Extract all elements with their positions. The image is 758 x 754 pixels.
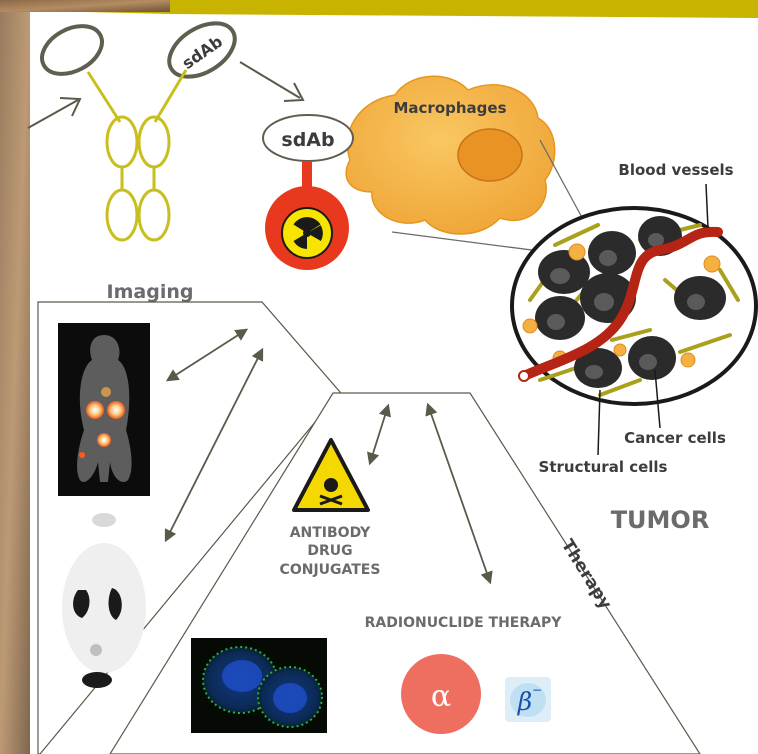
adc-label-line1: ANTIBODY	[290, 525, 371, 541]
blood-vessels-label: Blood vessels	[618, 161, 733, 179]
fluorescent-cells-image	[191, 638, 327, 733]
pet-ct-image	[58, 323, 150, 496]
antibody-head-left	[34, 16, 110, 83]
structural-cells-label: Structural cells	[539, 458, 668, 476]
macrophage-label: Macrophages	[393, 99, 506, 117]
beta-symbol: β	[517, 687, 532, 716]
cancer-cells-label: Cancer cells	[624, 429, 726, 447]
macrophage-nucleus	[458, 129, 522, 181]
alpha-symbol: α	[431, 679, 451, 714]
antibody-illustration: sdAb Imaging	[34, 12, 244, 303]
macrophage-sdab-label: sdAb	[281, 129, 334, 151]
adc-label-line3: CONJUGATES	[280, 562, 381, 578]
tumor-illustration: Blood vessels Cancer cells Structural ce…	[512, 161, 756, 534]
adc-label-line2: DRUG	[307, 543, 352, 559]
macrophage-illustration: Macrophages sdAb	[263, 76, 555, 270]
beta-superscript: −	[532, 683, 542, 697]
flow-arrow-left	[28, 98, 80, 128]
imaging-caption: Imaging	[107, 281, 194, 303]
radionuclide-label: RADIONUCLIDE THERAPY	[365, 615, 563, 631]
flow-arrow-right	[240, 62, 303, 101]
tumor-title: TUMOR	[611, 506, 710, 534]
